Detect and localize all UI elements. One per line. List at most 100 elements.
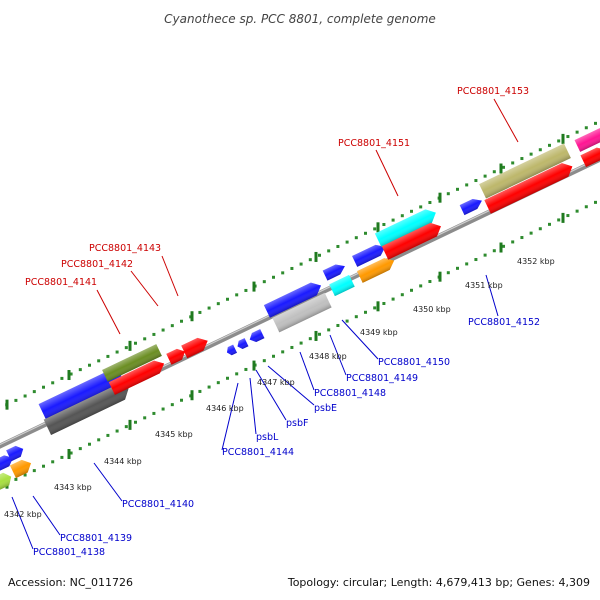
minor-tick: [520, 236, 524, 240]
minor-tick: [32, 390, 36, 394]
minor-tick: [180, 398, 183, 402]
major-tick: [128, 419, 132, 430]
minor-tick: [88, 363, 91, 367]
gene-label[interactable]: PCC8801_4141: [25, 277, 97, 288]
minor-tick: [548, 143, 551, 147]
gene-feature: [0, 472, 12, 490]
minor-tick: [198, 310, 202, 314]
minor-tick: [290, 266, 294, 270]
gene-label[interactable]: PCC8801_4149: [346, 373, 418, 384]
minor-tick: [143, 337, 147, 341]
top-gene-labels: PCC8801_4141 PCC8801_4142 PCC8801_4143 P…: [25, 86, 529, 288]
minor-tick: [575, 130, 579, 134]
minor-tick: [134, 420, 137, 424]
minor-tick: [299, 341, 303, 345]
gene-feature: [0, 455, 14, 472]
minor-tick: [318, 332, 321, 336]
minor-tick: [373, 306, 377, 310]
leader-line: [267, 365, 315, 406]
gene-shading: [374, 209, 436, 248]
major-tick: [67, 370, 71, 381]
minor-tick: [594, 121, 597, 125]
gene-label[interactable]: PCC8801_4140: [122, 499, 194, 510]
gene-label[interactable]: PCC8801_4138: [33, 547, 105, 558]
gene-shading: [0, 472, 12, 490]
gene-shading: [166, 348, 186, 365]
minor-tick: [308, 337, 312, 341]
gene-feature: [374, 209, 436, 248]
gene-feature: [237, 338, 249, 350]
gene-label[interactable]: PCC8801_4148: [314, 388, 386, 399]
gene-shading: [357, 258, 395, 283]
gene-label[interactable]: PCC8801_4152: [468, 317, 540, 328]
gene-label[interactable]: PCC8801_4142: [61, 259, 133, 270]
kbp-label: 4352 kbp: [517, 257, 555, 266]
gene-label[interactable]: PCC8801_4139: [60, 533, 132, 544]
minor-tick: [428, 201, 432, 205]
gene-label[interactable]: PCC8801_4144: [222, 447, 294, 458]
gene-feature: [6, 445, 24, 462]
minor-tick: [456, 187, 459, 191]
gene-label[interactable]: PCC8801_4150: [378, 357, 450, 368]
gene-shading: [263, 282, 322, 318]
gene-shading: [272, 292, 332, 333]
minor-tick: [538, 227, 542, 231]
minor-tick: [235, 372, 239, 376]
gene-feature: [459, 198, 482, 216]
genes: [0, 128, 600, 490]
minor-tick: [382, 222, 386, 226]
leader-line: [329, 334, 347, 376]
minor-tick: [382, 301, 386, 305]
gene-feature: [108, 360, 165, 395]
minor-tick: [170, 403, 174, 407]
gene-feature: [574, 128, 600, 152]
minor-tick: [548, 222, 551, 226]
minor-tick: [400, 214, 404, 218]
minor-tick: [373, 227, 377, 231]
minor-tick: [78, 447, 82, 451]
gene-shading: [181, 337, 208, 359]
gene-shading: [322, 264, 345, 281]
kbp-label: 4351 kbp: [465, 281, 503, 290]
gene-label[interactable]: psbL: [256, 432, 279, 443]
leader-line: [493, 98, 519, 143]
minor-tick: [106, 354, 110, 358]
minor-tick: [216, 302, 220, 306]
major-tick: [252, 281, 256, 292]
gene-label[interactable]: psbF: [286, 418, 308, 429]
minor-tick: [272, 275, 275, 279]
gene-feature: [249, 329, 265, 343]
minor-tick: [69, 451, 73, 455]
minor-tick: [410, 288, 413, 292]
minor-tick: [281, 271, 285, 275]
minor-tick: [51, 381, 55, 385]
leader-line: [375, 149, 399, 197]
gene-feature: [580, 147, 600, 168]
minor-tick: [529, 152, 533, 156]
minor-tick: [364, 231, 367, 235]
minor-tick: [327, 249, 331, 253]
gene-label[interactable]: PCC8801_4153: [457, 86, 529, 97]
minor-tick: [465, 183, 469, 187]
gene-shading: [0, 455, 14, 472]
minor-tick: [152, 332, 156, 336]
genome-summary-text: Topology: circular; Length: 4,679,413 bp…: [287, 576, 590, 589]
gene-label[interactable]: PCC8801_4151: [338, 138, 410, 149]
gene-label[interactable]: psbE: [314, 403, 337, 414]
bottom-gene-labels: PCC8801_4138 PCC8801_4139 PCC8801_4140 P…: [33, 317, 540, 558]
minor-tick: [51, 460, 55, 464]
gene-shading: [38, 369, 122, 420]
gene-label[interactable]: PCC8801_4143: [89, 243, 161, 254]
minor-tick: [345, 240, 349, 244]
label-leaders: [11, 98, 519, 550]
minor-tick: [216, 381, 220, 385]
minor-tick: [492, 249, 496, 253]
leader-line: [299, 351, 315, 391]
minor-tick: [345, 319, 349, 323]
leader-line: [161, 255, 179, 297]
minor-tick: [336, 323, 340, 327]
map-title: Cyanothece sp. PCC 8801, complete genome: [164, 12, 436, 26]
gene-feature: [329, 274, 355, 297]
major-tick: [499, 242, 503, 253]
minor-tick: [474, 258, 478, 262]
